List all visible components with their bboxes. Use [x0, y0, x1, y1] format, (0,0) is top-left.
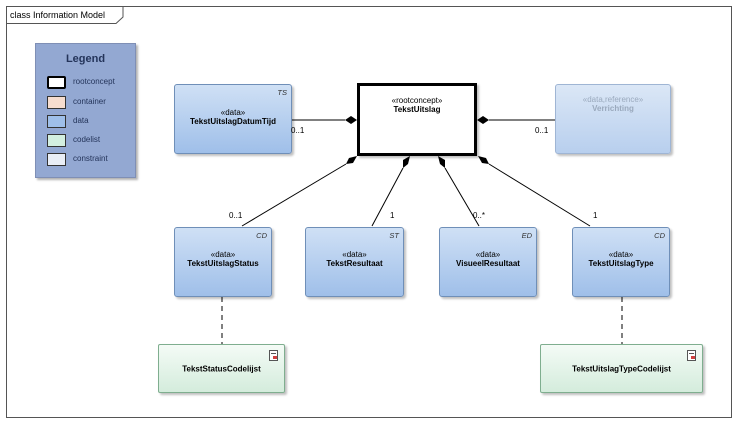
datatype-tag: CD [654, 231, 665, 240]
class-name: Verrichting [592, 104, 634, 113]
stereotype-label: «data» [210, 250, 236, 259]
legend-label: data [73, 116, 89, 125]
stereotype-label: «data» [475, 250, 501, 259]
diagram-frame [6, 6, 732, 418]
datatype-tag: TS [277, 88, 287, 97]
multiplicity-datum: 0..1 [291, 126, 305, 135]
multiplicity-status: 0..1 [229, 211, 243, 220]
diamond-datum [345, 116, 357, 124]
legend-swatch-codelist [47, 134, 66, 147]
class-tekstuitslag[interactable]: «rootconcept» TekstUitslag [357, 83, 477, 156]
multiplicity-verrichting: 0..1 [535, 126, 549, 135]
stereotype-label: «data» [220, 108, 246, 117]
diamond-type [478, 156, 489, 164]
diamond-visueel [438, 156, 445, 168]
codelist-icon [269, 350, 278, 361]
class-header: «data» VisueelResultaat [440, 250, 536, 268]
class-name: TekstUitslagDatumTijd [190, 117, 276, 126]
class-root-header: «rootconcept» TekstUitslag [360, 96, 474, 114]
legend-swatch-rootconcept [47, 76, 66, 89]
diamond-verrichting [477, 116, 489, 124]
class-name: TekstUitslagType [588, 259, 654, 268]
frame-title: class Information Model [10, 10, 106, 20]
datatype-tag: ST [389, 231, 399, 240]
legend-title: Legend [65, 53, 106, 65]
legend: Legend rootconcept container data codeli… [35, 43, 136, 178]
multiplicity-type: 1 [593, 211, 598, 220]
assoc-visueel [444, 167, 480, 227]
stereotype-label: «rootconcept» [391, 96, 443, 105]
class-verrichting[interactable]: «data,reference» Verrichting [555, 84, 671, 154]
class-name: VisueelResultaat [456, 259, 520, 268]
class-tekstuitslagtype[interactable]: CD «data» TekstUitslagType [572, 227, 670, 297]
assoc-status [241, 163, 347, 227]
diamond-status [346, 156, 357, 164]
legend-label: rootconcept [73, 77, 115, 86]
class-visueelresultaat[interactable]: ED «data» VisueelResultaat [439, 227, 537, 297]
multiplicity-visueel: 0..* [473, 211, 486, 220]
class-name: TekstUitslagStatus [187, 259, 259, 268]
codelist-name: TekstStatusCodelijst [182, 364, 261, 373]
class-tekstuitslagdatumtijd[interactable]: TS «data» TekstUitslagDatumTijd [174, 84, 292, 154]
class-header: «data» TekstUitslagDatumTijd [175, 108, 291, 126]
legend-label: codelist [73, 135, 101, 144]
assoc-resultaat [371, 167, 404, 227]
multiplicity-resultaat: 1 [390, 211, 395, 220]
class-header: «data» TekstResultaat [306, 250, 403, 268]
frame-tab [6, 6, 124, 24]
class-name: TekstUitslag [393, 105, 441, 114]
stereotype-label: «data,reference» [582, 95, 644, 104]
datatype-tag: CD [256, 231, 267, 240]
codelist-tekststatuscodelijst[interactable]: TekstStatusCodelijst [158, 344, 285, 393]
codelist-icon [687, 350, 696, 361]
class-header: «data» TekstUitslagStatus [175, 250, 271, 268]
stereotype-label: «data» [342, 250, 367, 259]
class-tekstresultaat[interactable]: ST «data» TekstResultaat [305, 227, 404, 297]
class-tekstuitslagstatus[interactable]: CD «data» TekstUitslagStatus [174, 227, 272, 297]
stereotype-label: «data» [608, 250, 634, 259]
diamond-resultaat [403, 156, 410, 168]
class-header: «data» TekstUitslagType [573, 250, 669, 268]
legend-swatch-container [47, 96, 66, 109]
codelist-tekstuitslagtypecodelijst[interactable]: TekstUitslagTypeCodelijst [540, 344, 703, 393]
class-header: «data,reference» Verrichting [556, 95, 670, 113]
legend-label: container [73, 97, 106, 106]
legend-swatch-data [47, 115, 66, 128]
legend-swatch-constraint [47, 153, 66, 166]
datatype-tag: ED [521, 231, 532, 240]
legend-label: constraint [73, 154, 108, 163]
class-name: TekstResultaat [326, 259, 383, 268]
codelist-name: TekstUitslagTypeCodelijst [572, 364, 671, 373]
assoc-type [488, 163, 591, 227]
